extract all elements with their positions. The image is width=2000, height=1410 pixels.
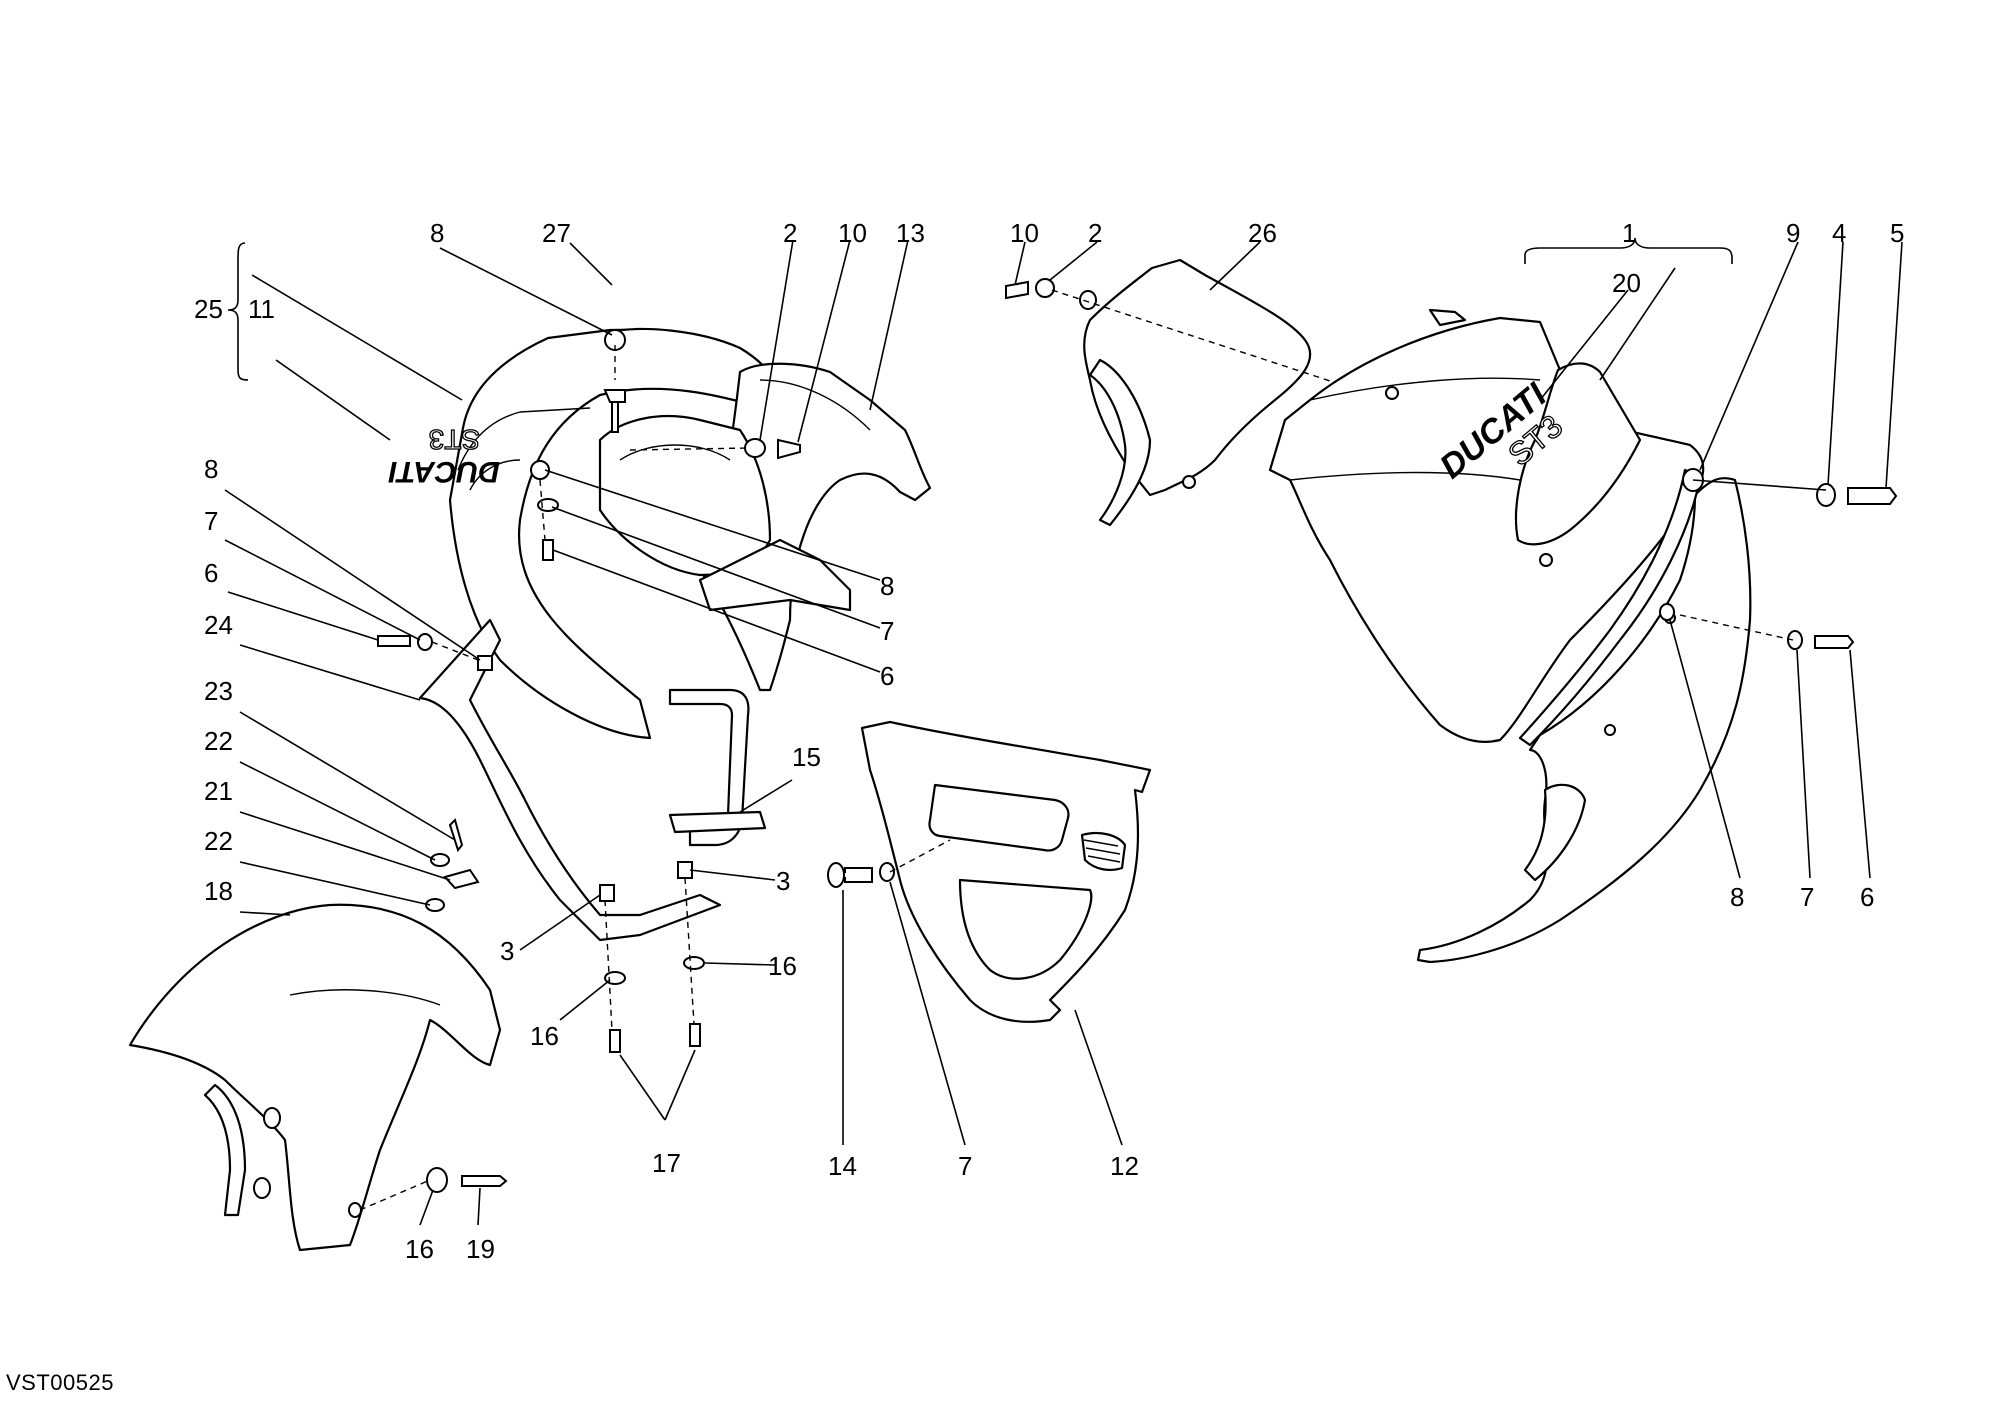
callouts-left: 25 11 8 27 2 10 13 8 7 6 8 7 6 24 23 22 … xyxy=(194,218,925,1264)
callout-16-right: 16 xyxy=(768,951,797,981)
washer-16-b xyxy=(683,956,705,970)
callout-26: 26 xyxy=(1248,218,1277,248)
callouts-right: 1 20 9 4 5 8 7 6 xyxy=(1612,218,1904,912)
side-panel-part-12 xyxy=(860,720,1152,1023)
pin-23 xyxy=(448,818,464,853)
washer-4 xyxy=(1816,483,1836,507)
callout-7-left: 7 xyxy=(204,506,218,536)
callout-3-right: 3 xyxy=(776,866,790,896)
screw-6-b xyxy=(377,635,411,647)
grommet-8-right xyxy=(1659,603,1675,621)
callout-7-right: 7 xyxy=(1800,882,1814,912)
side-fairing-upper-part-1 xyxy=(1268,308,1705,743)
callout-6-mid: 6 xyxy=(880,661,894,691)
screw-17-a xyxy=(609,1029,621,1053)
callout-20: 20 xyxy=(1612,268,1641,298)
callout-8-right: 8 xyxy=(1730,882,1744,912)
callout-18: 18 xyxy=(204,876,233,906)
hardware-left xyxy=(377,329,801,1193)
callout-8-top: 8 xyxy=(430,218,444,248)
callout-15: 15 xyxy=(792,742,821,772)
washer-7-mid xyxy=(879,862,895,882)
callout-23: 23 xyxy=(204,676,233,706)
washer-22-b xyxy=(425,898,445,912)
callout-1: 1 xyxy=(1622,218,1636,248)
bracket-25 xyxy=(227,242,249,381)
side-fairing-lower xyxy=(1416,477,1752,964)
callout-7-mid: 7 xyxy=(880,616,894,646)
bolt-14-cap xyxy=(827,862,845,888)
washer-22-a xyxy=(430,853,450,867)
callout-19: 19 xyxy=(466,1234,495,1264)
drawing-code: VST00525 xyxy=(6,1370,114,1395)
washer-2-mid xyxy=(1035,278,1055,298)
grommet-3-a xyxy=(599,884,615,902)
callout-16-bottom: 16 xyxy=(405,1234,434,1264)
callout-11: 11 xyxy=(248,294,275,324)
decal-part-11: DUCATI ST3 xyxy=(388,423,500,488)
callout-25: 25 xyxy=(194,294,223,324)
callout-16-left: 16 xyxy=(530,1021,559,1051)
leaders-right xyxy=(1524,237,1903,879)
screw-10-mid xyxy=(1005,280,1029,300)
washer-7-a xyxy=(537,498,559,512)
callout-14: 14 xyxy=(828,1151,857,1181)
callout-4: 4 xyxy=(1832,218,1846,248)
callout-13: 13 xyxy=(896,218,925,248)
washer-7-right xyxy=(1787,630,1803,650)
callout-17: 17 xyxy=(652,1148,681,1178)
screw-6-right xyxy=(1814,635,1855,649)
callout-21: 21 xyxy=(204,776,233,806)
washer-7-b xyxy=(417,633,433,651)
bolt-5 xyxy=(1847,487,1898,505)
callout-3-left: 3 xyxy=(500,936,514,966)
hardware-middle xyxy=(827,278,1055,888)
callout-5: 5 xyxy=(1890,218,1904,248)
callouts-middle: 10 2 26 14 7 12 xyxy=(828,218,1277,1181)
callout-22-b: 22 xyxy=(204,826,233,856)
callout-10-mid: 10 xyxy=(1010,218,1039,248)
grommet-8-left xyxy=(530,460,550,480)
clip-21 xyxy=(443,868,480,890)
bracket-plate-part-15 xyxy=(668,810,767,834)
grommet-8-b xyxy=(477,655,493,671)
callout-2-left: 2 xyxy=(783,218,797,248)
side-fairing-strip xyxy=(1518,468,1702,747)
screw-17-b xyxy=(689,1023,701,1047)
callout-6-right: 6 xyxy=(1860,882,1874,912)
callout-9: 9 xyxy=(1786,218,1800,248)
screw-19 xyxy=(461,1175,508,1187)
washer-2-left xyxy=(744,438,766,458)
washer-16-c xyxy=(426,1167,448,1193)
callout-8-mid: 8 xyxy=(880,571,894,601)
callout-10-left: 10 xyxy=(838,218,867,248)
decal-model-text: ST3 xyxy=(429,424,480,455)
callout-22-a: 22 xyxy=(204,726,233,756)
screw-10-left xyxy=(777,438,801,460)
callout-12: 12 xyxy=(1110,1151,1139,1181)
decal-brand-text: DUCATI xyxy=(388,455,500,488)
bolt-27 xyxy=(603,389,626,403)
callout-6-left: 6 xyxy=(204,558,218,588)
callout-7-mid-bottom: 7 xyxy=(958,1151,972,1181)
callout-27: 27 xyxy=(542,218,571,248)
front-mudguard-part-18 xyxy=(128,903,502,1252)
bolt-27-shank xyxy=(611,401,619,433)
screw-6-a xyxy=(542,539,554,561)
leaders-left xyxy=(224,239,909,1226)
callout-8-left: 8 xyxy=(204,454,218,484)
grommet-3-b xyxy=(677,861,693,879)
callout-2-mid: 2 xyxy=(1088,218,1102,248)
air-duct-part-26 xyxy=(1079,258,1312,527)
callout-24: 24 xyxy=(204,610,233,640)
